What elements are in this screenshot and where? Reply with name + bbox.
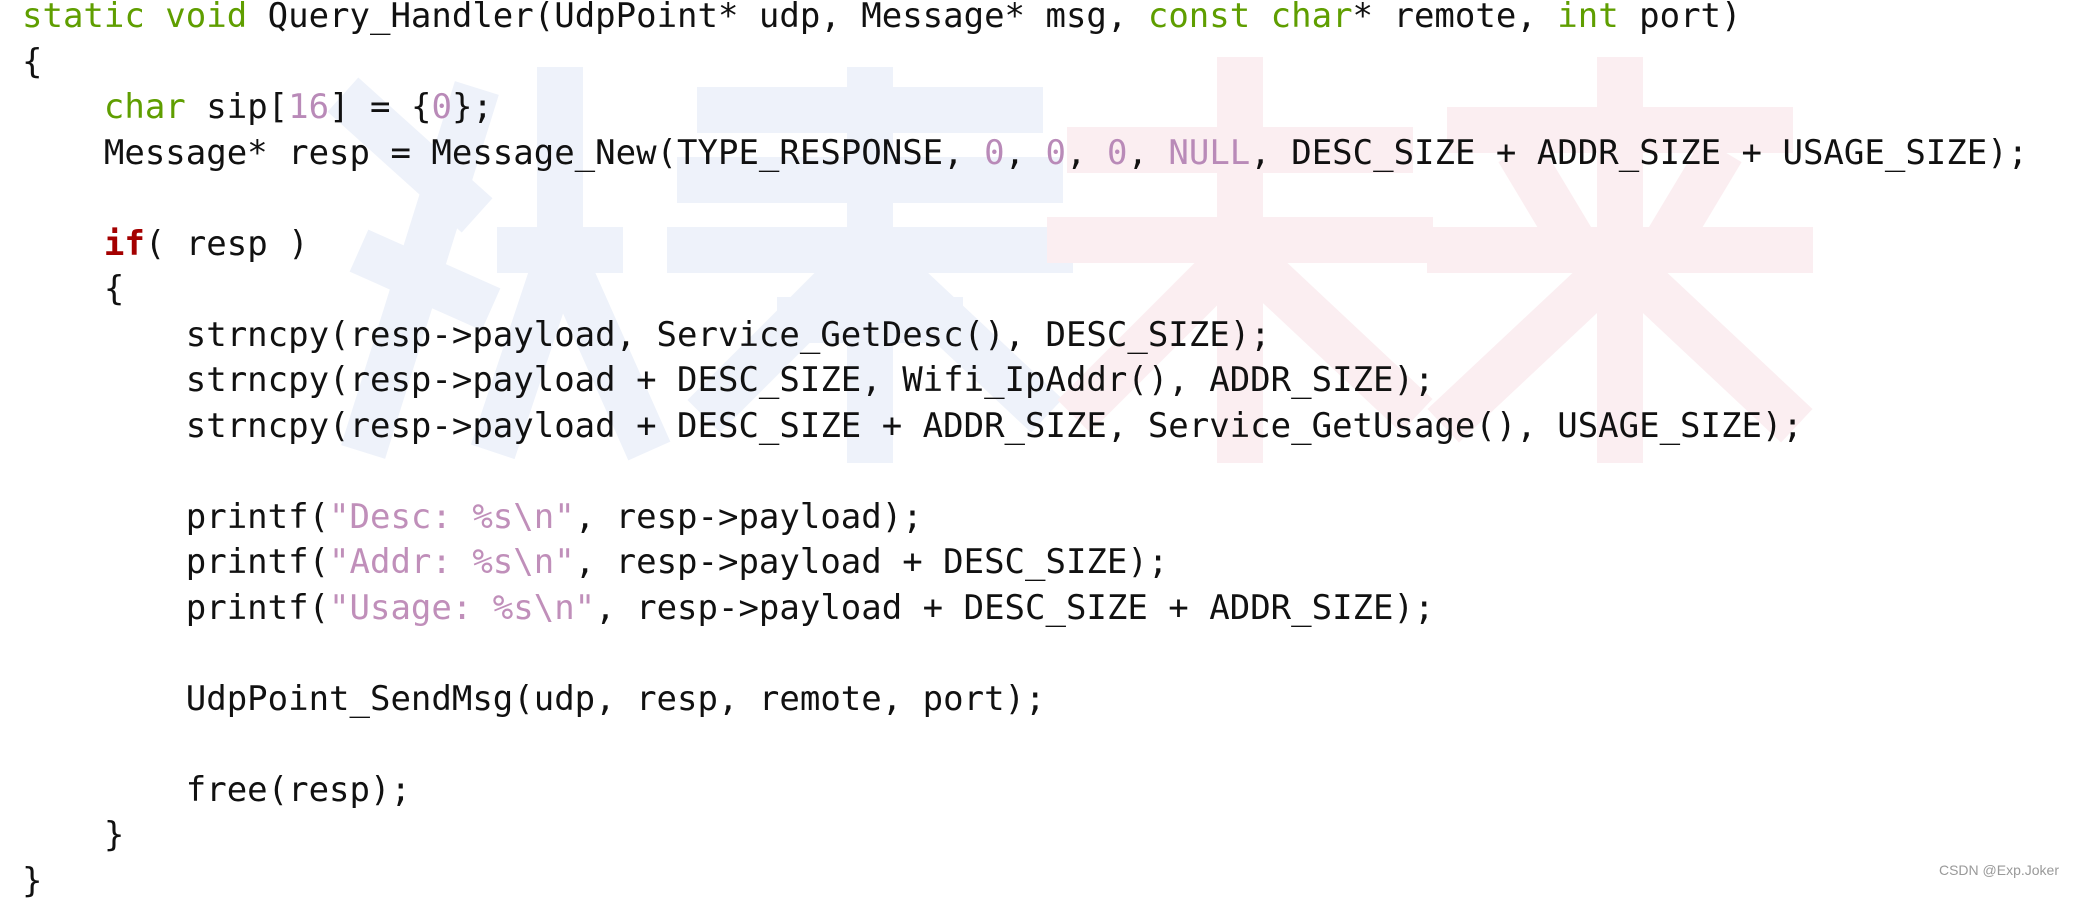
code-line: UdpPoint_SendMsg(udp, resp, remote, port… <box>22 677 2028 723</box>
code-token-num: 0 <box>984 133 1004 173</box>
code-token-plain <box>22 224 104 264</box>
code-token-plain: printf( <box>22 542 329 582</box>
code-line: free(resp); <box>22 768 2028 814</box>
code-token-num: 16 <box>288 87 329 127</box>
code-token-plain: { <box>22 269 124 309</box>
code-token-plain: Query_Handler(UdpPoint* udp, Message* ms… <box>247 0 1148 36</box>
code-token-num: 0 <box>431 87 451 127</box>
code-line: printf("Addr: %s\n", resp->payload + DES… <box>22 540 2028 586</box>
code-token-plain: , <box>1005 133 1046 173</box>
code-token-num: NULL <box>1168 133 1250 173</box>
code-token-kw: const char <box>1148 0 1353 36</box>
code-token-plain: free(resp); <box>22 770 411 810</box>
code-token-plain: port) <box>1619 0 1742 36</box>
code-line: } <box>22 859 2028 904</box>
code-token-plain: { <box>22 42 42 82</box>
code-token-plain <box>22 87 104 127</box>
code-token-plain: , resp->payload); <box>575 497 923 537</box>
code-token-plain: ] = { <box>329 87 431 127</box>
code-line: printf("Usage: %s\n", resp->payload + DE… <box>22 586 2028 632</box>
code-token-kw: int <box>1557 0 1618 36</box>
code-line: } <box>22 813 2028 859</box>
code-line <box>22 722 2028 768</box>
code-line <box>22 449 2028 495</box>
code-line <box>22 631 2028 677</box>
code-token-plain: strncpy(resp->payload + DESC_SIZE + ADDR… <box>22 406 1803 446</box>
code-block: static void Query_Handler(UdpPoint* udp,… <box>22 0 2028 904</box>
code-token-plain: sip[ <box>186 87 288 127</box>
code-line: strncpy(resp->payload + DESC_SIZE, Wifi_… <box>22 358 2028 404</box>
code-line: { <box>22 40 2028 86</box>
code-token-str: "Desc: %s\n" <box>329 497 575 537</box>
code-token-plain: strncpy(resp->payload, Service_GetDesc()… <box>22 315 1271 355</box>
code-line: Message* resp = Message_New(TYPE_RESPONS… <box>22 131 2028 177</box>
code-token-plain: , resp->payload + DESC_SIZE + ADDR_SIZE)… <box>595 588 1434 628</box>
code-token-plain: ( resp ) <box>145 224 309 264</box>
code-line: { <box>22 267 2028 313</box>
code-token-kw: char <box>104 87 186 127</box>
code-line: printf("Desc: %s\n", resp->payload); <box>22 495 2028 541</box>
code-token-str: "Usage: %s\n" <box>329 588 595 628</box>
code-token-plain: , resp->payload + DESC_SIZE); <box>575 542 1169 582</box>
code-token-plain: }; <box>452 87 493 127</box>
code-token-plain: , <box>1127 133 1168 173</box>
code-token-str: "Addr: %s\n" <box>329 542 575 582</box>
code-line: strncpy(resp->payload, Service_GetDesc()… <box>22 313 2028 359</box>
code-line <box>22 176 2028 222</box>
code-line: strncpy(resp->payload + DESC_SIZE + ADDR… <box>22 404 2028 450</box>
code-token-num: 0 <box>1046 133 1066 173</box>
code-token-plain: printf( <box>22 588 329 628</box>
code-token-plain: , <box>1066 133 1107 173</box>
code-token-num: 0 <box>1107 133 1127 173</box>
code-line: char sip[16] = {0}; <box>22 85 2028 131</box>
code-token-plain: printf( <box>22 497 329 537</box>
code-token-plain: , DESC_SIZE + ADDR_SIZE + USAGE_SIZE); <box>1250 133 2028 173</box>
credit-label: CSDN @Exp.Joker <box>1939 862 2059 878</box>
code-line: static void Query_Handler(UdpPoint* udp,… <box>22 0 2028 40</box>
code-token-plain: * remote, <box>1353 0 1558 36</box>
code-line: if( resp ) <box>22 222 2028 268</box>
code-token-kw: static void <box>22 0 247 36</box>
code-token-plain: } <box>22 861 42 901</box>
code-token-plain: Message* resp = Message_New(TYPE_RESPONS… <box>22 133 984 173</box>
code-token-plain: } <box>22 815 124 855</box>
code-token-plain: UdpPoint_SendMsg(udp, resp, remote, port… <box>22 679 1046 719</box>
code-token-ctrl: if <box>104 224 145 264</box>
code-token-plain: strncpy(resp->payload + DESC_SIZE, Wifi_… <box>22 360 1434 400</box>
